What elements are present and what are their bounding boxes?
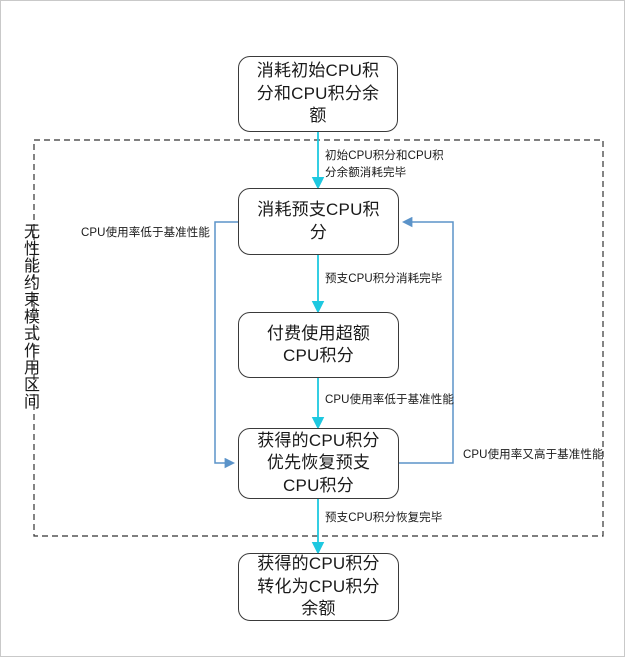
edge-n4-to-n2-right [399,216,454,464]
edge-n2-to-n4-left [214,221,238,469]
node-consume-advance-credits[interactable]: 消耗预支CPU积 分 [238,188,399,255]
node-consume-initial-credits[interactable]: 消耗初始CPU积 分和CPU积分余 额 [238,56,398,132]
edge-label-advance-credits-exhausted: 预支CPU积分消耗完毕 [325,273,443,285]
node-restore-advance-credits[interactable]: 获得的CPU积分 优先恢复预支 CPU积分 [238,428,399,499]
edge-label-advance-credits-restored: 预支CPU积分恢复完毕 [325,512,443,524]
edge-label-cpu-above-baseline-right: CPU使用率又高于基准性能 [463,449,604,461]
edge-label-cpu-below-baseline-mid: CPU使用率低于基准性能 [325,394,454,406]
node-pay-for-overage-credits[interactable]: 付费使用超额 CPU积分 [238,312,399,378]
edge-label-initial-credits-exhausted: 初始CPU积分和CPU积 分余额消耗完毕 [325,150,444,179]
edge-label-cpu-below-baseline-left: CPU使用率低于基准性能 [81,227,210,239]
zone-label-vertical: 无性能约束模式作用区间 [21,223,38,410]
node-convert-to-credit-balance[interactable]: 获得的CPU积分 转化为CPU积分 余额 [238,553,399,621]
